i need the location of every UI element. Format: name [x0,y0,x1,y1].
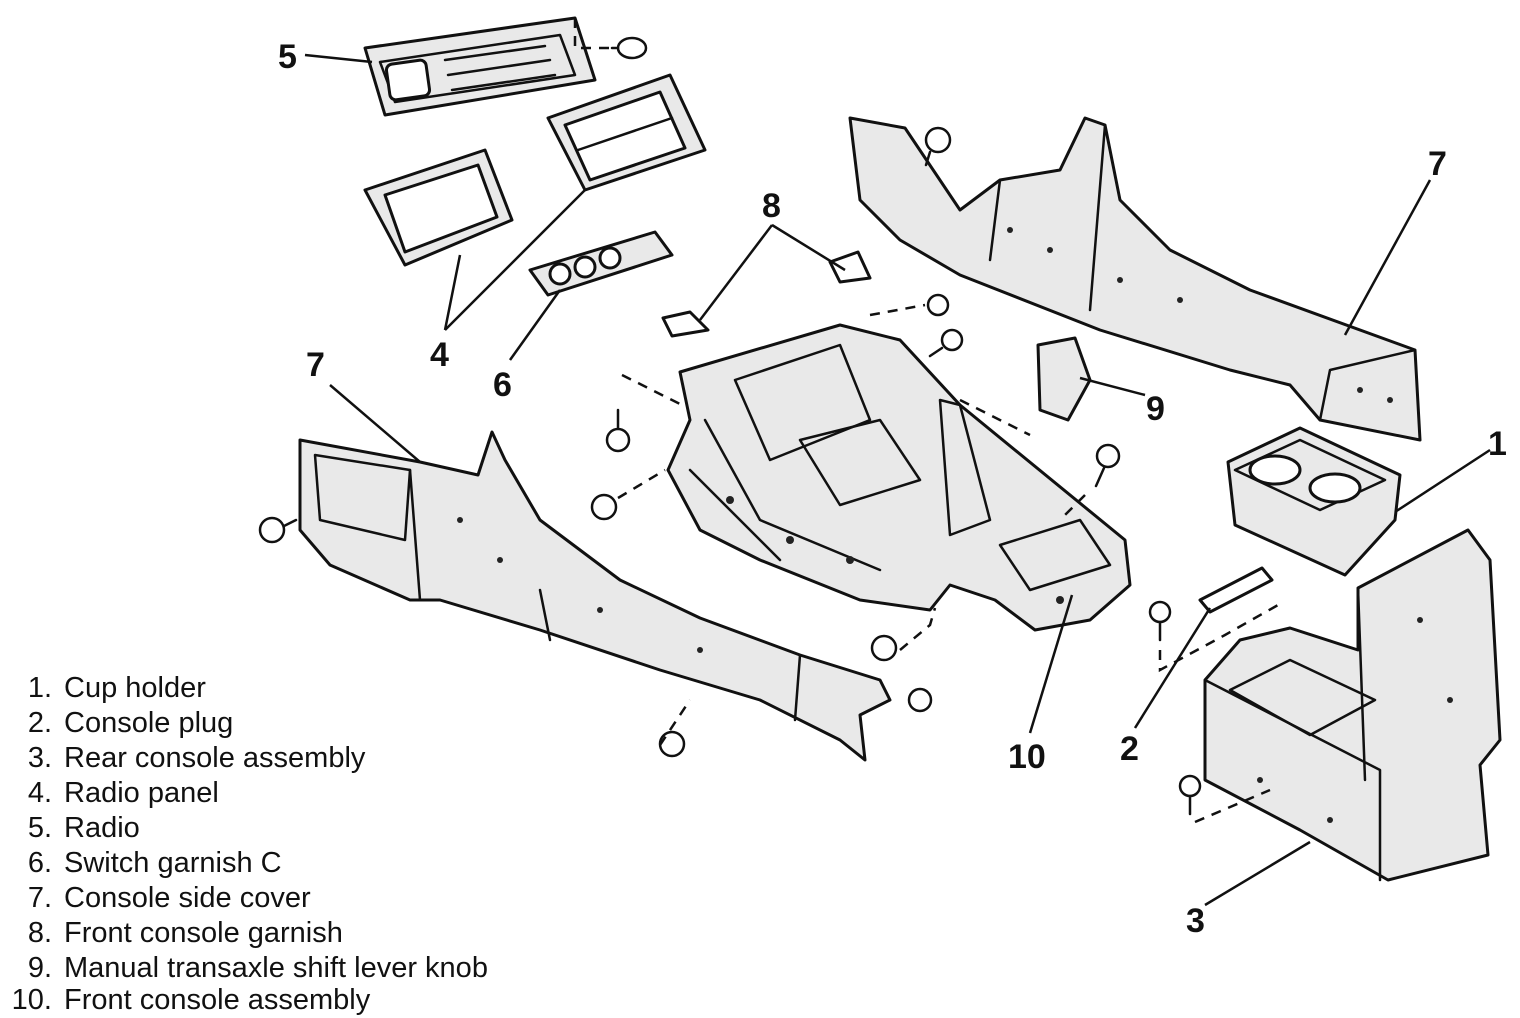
legend-label-10: Front console assembly [64,984,371,1016]
legend-label-6: Switch garnish C [64,847,282,879]
legend-num-8: 8. [28,917,52,949]
legend-num-5: 5. [28,812,52,844]
callout-4: 4 [430,336,449,374]
callout-3: 3 [1186,902,1205,940]
rear-console-assembly-part [1178,528,1502,882]
legend-label-1: Cup holder [64,672,206,704]
parts-legend: 1. Cup holder 2. Console plug 3. Rear co… [12,672,488,1016]
legend-label-9: Manual transaxle shift lever knob [64,952,488,984]
cup-holder-part [1226,426,1402,577]
front-console-assembly-part [666,323,1132,632]
front-console-garnish-clips [661,250,872,338]
legend-num-6: 6. [28,847,52,879]
console-side-cover-right [848,116,1422,442]
radio-panel-right [546,73,707,192]
radio-screw [610,36,648,60]
callout-1: 1 [1488,425,1507,463]
legend-num-10: 10. [12,984,52,1016]
legend-label-2: Console plug [64,707,233,739]
legend-num-4: 4. [28,777,52,809]
callout-7-right: 7 [1428,145,1447,183]
side-cover-clip-left [258,516,298,544]
console-plug-part [1148,566,1279,673]
callout-9: 9 [1146,390,1165,428]
console-side-cover-left [258,430,933,762]
front-console-screws [590,293,1121,662]
callout-2: 2 [1120,730,1139,768]
callout-6: 6 [493,366,512,404]
switch-garnish-c-part [528,230,674,297]
legend-num-7: 7. [28,882,52,914]
radio-part [363,16,648,117]
radio-panel-left [363,148,514,267]
legend-label-7: Console side cover [64,882,311,914]
side-cover-bottom-clips [658,687,933,758]
legend-num-3: 3. [28,742,52,774]
callout-8: 8 [762,187,781,225]
legend-label-3: Rear console assembly [64,742,366,774]
legend-label-5: Radio [64,812,140,844]
callout-7-left: 7 [306,346,325,384]
legend-label-4: Radio panel [64,777,219,809]
side-cover-clip-right [924,126,952,167]
callout-10: 10 [1008,738,1046,776]
legend-num-2: 2. [28,707,52,739]
legend-num-9: 9. [28,952,52,984]
legend-label-8: Front console garnish [64,917,343,949]
legend-num-1: 1. [28,672,52,704]
callout-5: 5 [278,38,297,76]
leader-lines [304,53,1491,907]
shift-lever-knob-part [959,336,1092,437]
